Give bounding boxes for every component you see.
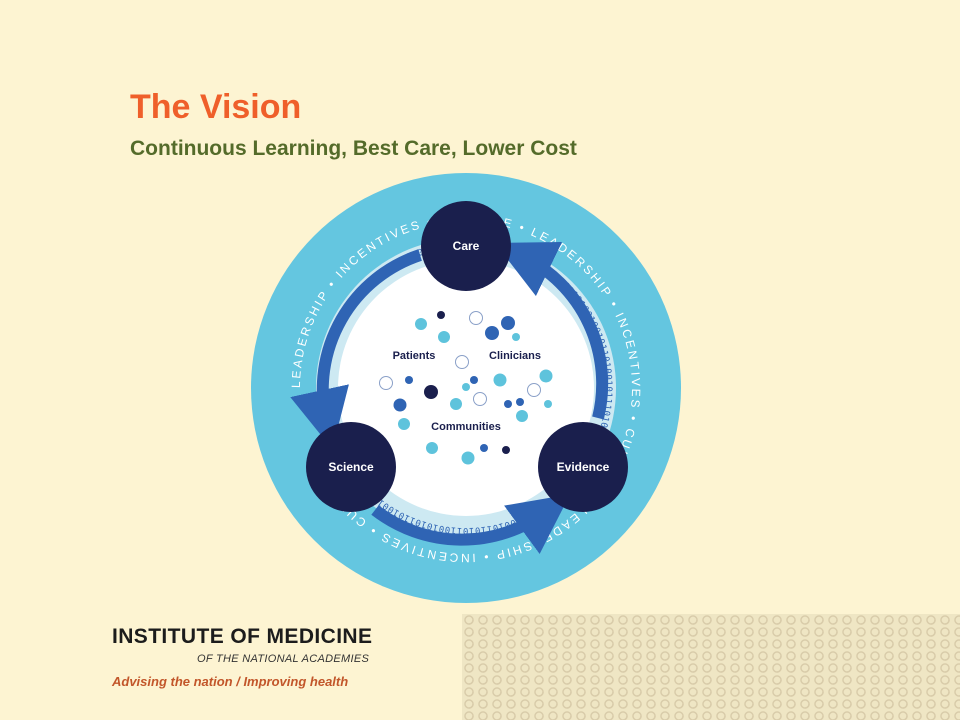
arrow-evidence-to-care xyxy=(495,242,609,420)
label-patients: Patients xyxy=(393,350,436,362)
iom-logo: INSTITUTE OF MEDICINE OF THE NATIONAL AC… xyxy=(112,625,372,689)
arrow-science-to-evidence xyxy=(371,494,571,554)
logo-org-name: INSTITUTE OF MEDICINE xyxy=(112,625,373,648)
node-evidence-label: Evidence xyxy=(557,460,610,474)
logo-subtitle: OF THE NATIONAL ACADEMIES xyxy=(197,653,370,665)
label-communities: Communities xyxy=(431,421,501,433)
node-care: Care xyxy=(421,201,511,291)
logo-tagline: Advising the nation / Improving health xyxy=(112,674,349,689)
node-science: Science xyxy=(306,422,396,512)
slide-title: The Vision xyxy=(130,88,302,126)
node-evidence: Evidence xyxy=(538,422,628,512)
arrow-care-to-science xyxy=(290,249,422,450)
node-science-label: Science xyxy=(328,460,374,474)
center-dots xyxy=(379,311,553,465)
node-care-label: Care xyxy=(453,239,480,253)
decorative-pattern xyxy=(462,614,960,720)
slide-subtitle: Continuous Learning, Best Care, Lower Co… xyxy=(130,137,577,160)
label-clinicians: Clinicians xyxy=(489,350,541,362)
